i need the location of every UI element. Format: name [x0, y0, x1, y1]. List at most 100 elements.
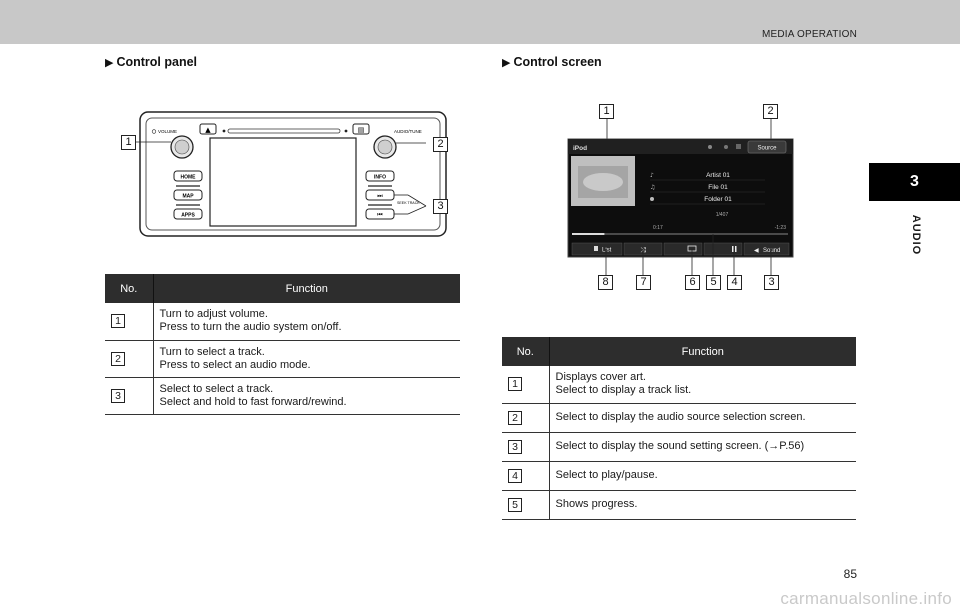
- callout-1: 1: [121, 135, 136, 150]
- callout-8: 8: [598, 275, 613, 290]
- artist-icon: ♪: [650, 172, 654, 179]
- pause-icon-bar: [732, 246, 734, 252]
- map-button-label: MAP: [182, 194, 194, 200]
- volume-label: VOLUME: [158, 129, 177, 134]
- callout-7: 7: [636, 275, 651, 290]
- audio-tune-label: AUDIO/TUNE: [394, 129, 422, 134]
- panel-inner-bezel: [145, 117, 441, 231]
- chapter-number: 3: [910, 173, 919, 190]
- table-row: 4 Select to play/pause.: [502, 461, 856, 491]
- file-name: File 01: [708, 184, 728, 191]
- remaining-time: -1:23: [775, 225, 787, 231]
- sound-button[interactable]: [743, 242, 790, 256]
- table-header-no: No.: [502, 337, 550, 366]
- disc-slot-dot-right: [344, 129, 348, 133]
- apps-button-label: APPS: [181, 213, 195, 219]
- row-number: 1: [508, 377, 522, 392]
- disc-slot: [227, 128, 341, 134]
- row-number: 3: [508, 439, 522, 454]
- callout-2: 2: [433, 137, 448, 152]
- eject-symbol: ▲: [205, 126, 211, 134]
- elapsed-time: 0:17: [653, 225, 663, 231]
- callout-4: 4: [727, 275, 742, 290]
- home-button-label: HOME: [181, 175, 197, 181]
- apps-button[interactable]: [173, 208, 203, 220]
- running-head: MEDIA OPERATION: [761, 29, 857, 40]
- screen-top-bar: [568, 139, 793, 154]
- source-button[interactable]: [747, 140, 787, 154]
- callout-1: 1: [599, 104, 614, 119]
- triangle-bullet-icon: ▶: [105, 56, 114, 69]
- info-button[interactable]: [365, 170, 395, 182]
- table-header-function: Function: [549, 337, 856, 366]
- callout-5: 5: [706, 275, 721, 290]
- row-number: 5: [508, 497, 522, 512]
- table-row: 3 Select to select a track.Select and ho…: [105, 377, 460, 415]
- signal-icon: [736, 144, 741, 149]
- row-function-line: Press to turn the audio system on/off.: [159, 321, 342, 334]
- row-number: 2: [111, 351, 125, 366]
- pause-icon-bar: [735, 246, 737, 252]
- chapter-label-text: AUDIO: [910, 214, 923, 256]
- cover-art-highlight: [583, 173, 623, 191]
- row-number: 4: [508, 468, 522, 483]
- page-number: 85: [843, 567, 857, 581]
- table-row: 5 Shows progress.: [502, 490, 856, 520]
- control-screen-table: No. Function 1 Displays cover art.Select…: [502, 337, 856, 520]
- control-panel-heading: ▶ Control panel: [105, 55, 197, 69]
- disc-slot-dot-left: [222, 129, 226, 133]
- volume-knob-inner: [174, 139, 190, 155]
- list-icon: [594, 246, 598, 251]
- table-row: 1 Turn to adjust volume.Press to turn th…: [105, 303, 460, 341]
- progress-bar-track: [572, 233, 788, 235]
- control-screen-illustration: iPod Source ♪ Artist 01 ♫ File 01 Folder…: [567, 118, 794, 276]
- home-button[interactable]: [173, 170, 203, 182]
- row-function-line: Turn to select a track.: [159, 345, 265, 358]
- source-button-label: Source: [757, 146, 777, 152]
- prev-track-icon: ⏮: [377, 212, 383, 219]
- row-function-line: Shows progress.: [555, 498, 638, 510]
- row-number: 3: [111, 388, 125, 403]
- tune-knob-inner: [377, 139, 393, 155]
- row-function-line: Select to display the audio source selec…: [555, 411, 806, 423]
- folder-icon: [650, 197, 654, 201]
- triangle-bullet-icon: ▶: [502, 56, 511, 69]
- row-function-line: Select to select a track.: [159, 382, 274, 395]
- watermark: carmanualsonline.info: [780, 589, 952, 608]
- chapter-label: AUDIO: [896, 200, 936, 270]
- row-function-line: Press to select an audio mode.: [159, 358, 311, 371]
- map-button[interactable]: [173, 189, 203, 201]
- control-panel-illustration: ▲ ▤ VOLUME AUDIO/TUNE HOME MAP APPS INFO…: [136, 111, 447, 237]
- row-function-line: Select to play/pause.: [555, 469, 658, 481]
- progress-bar-fill: [572, 233, 605, 235]
- table-header-function: Function: [153, 274, 460, 303]
- callout-3: 3: [433, 199, 448, 214]
- chapter-tab: 3: [869, 163, 960, 201]
- row-function-line: Select to display a track list.: [555, 384, 692, 397]
- panel-display: [209, 137, 357, 227]
- row-function-line: Turn to adjust volume.: [159, 308, 268, 321]
- row-number: 1: [111, 314, 125, 329]
- control-panel-title: Control panel: [116, 55, 198, 69]
- sound-button-label: Sound: [763, 248, 780, 254]
- power-icon: [151, 129, 157, 134]
- seek-track-label: SEEK TRACK: [397, 201, 420, 205]
- track-count: 1/407: [716, 212, 729, 218]
- status-icon: [708, 145, 712, 149]
- leader-line-3b: [407, 194, 427, 207]
- table-row: 3 Select to display the sound setting sc…: [502, 432, 856, 462]
- table-row: 1 Displays cover art.Select to display a…: [502, 366, 856, 404]
- table-header-no: No.: [105, 274, 154, 303]
- next-track-icon: ⏭: [377, 193, 383, 200]
- control-panel-table: No. Function 1 Turn to adjust volume.Pre…: [105, 274, 460, 415]
- folder-name: Folder 01: [704, 196, 732, 203]
- disc-button[interactable]: [352, 123, 370, 135]
- speaker-icon: ◀: [754, 247, 759, 254]
- row-function-line: Displays cover art.: [555, 371, 646, 384]
- status-icon: [724, 145, 728, 149]
- header-band: [0, 0, 960, 44]
- source-name: iPod: [573, 145, 587, 152]
- eject-button[interactable]: [199, 123, 217, 135]
- row-function-line: Select to display the sound setting scre…: [555, 440, 805, 452]
- row-function-line: Select and hold to fast forward/rewind.: [159, 395, 347, 408]
